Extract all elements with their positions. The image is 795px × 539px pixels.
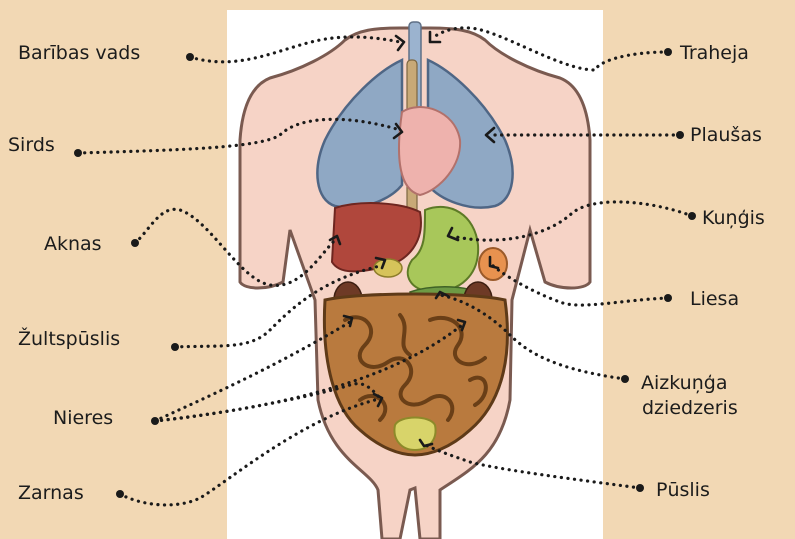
dot-bladder [636, 484, 644, 492]
label-stomach: Kuņģis [702, 207, 765, 229]
dot-spleen [664, 294, 672, 302]
dot-lungs [676, 131, 684, 139]
label-intestines: Zarnas [18, 482, 84, 504]
label-spleen: Liesa [690, 288, 739, 310]
label-pancreas-line1: Aizkuņģa [641, 372, 727, 394]
gallbladder-shape [374, 259, 402, 277]
label-kidneys: Nieres [53, 407, 113, 429]
label-bladder: Pūslis [656, 479, 710, 501]
dot-trachea [664, 48, 672, 56]
label-trachea: Traheja [680, 42, 749, 64]
dot-liver [131, 239, 139, 247]
dot-stomach [688, 212, 696, 220]
dot-gallbladder [171, 343, 179, 351]
dot-kidneys [151, 417, 159, 425]
dot-heart [74, 149, 82, 157]
dot-pancreas [621, 375, 629, 383]
spleen-shape [479, 248, 507, 280]
label-heart: Sirds [8, 134, 55, 156]
dot-intestines [116, 490, 124, 498]
label-esophagus: Barības vads [18, 42, 140, 64]
label-pancreas-line2: dziedzeris [642, 397, 738, 419]
dot-esophagus [186, 53, 194, 61]
label-gallbladder: Žultspūslis [18, 328, 120, 350]
label-liver: Aknas [44, 233, 102, 255]
label-lungs: Plaušas [690, 124, 762, 146]
